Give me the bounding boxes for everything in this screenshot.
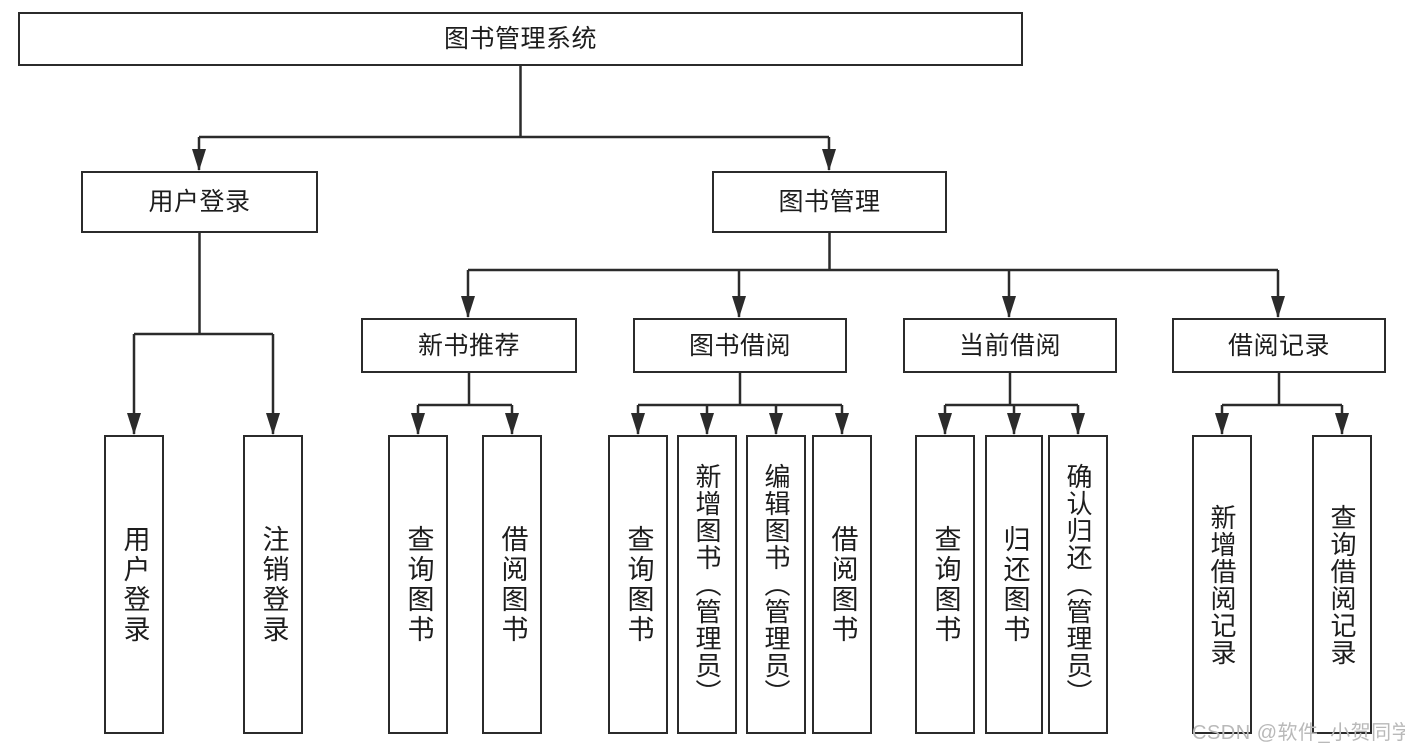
node-label: 用户登录 (148, 188, 251, 216)
arrow-head-icon-e-newbook-bus-0 (411, 413, 425, 435)
node-root[interactable]: 图书管理系统 (18, 12, 1023, 66)
arrow-head-icon-e-book-manage-bus-2 (1002, 296, 1016, 318)
node-label: 确认归还（管理员） (1063, 463, 1093, 706)
node-leaf-add-book[interactable]: 新增图书（管理员） (677, 435, 737, 734)
arrow-head-icon-e-book-manage-bus-1 (732, 296, 746, 318)
arrow-head-icon-e-user-login-bus-0 (127, 413, 141, 435)
arrow-head-icon-e-current-bus-1 (1007, 413, 1021, 435)
arrow-head-icon-e-borrow-bus-3 (835, 413, 849, 435)
node-label: 编辑图书（管理员） (761, 463, 791, 706)
node-label: 查询借阅记录 (1327, 503, 1357, 666)
arrow-head-icon-e-user-login-bus-1 (266, 413, 280, 435)
node-leaf-user-login[interactable]: 用户登录 (104, 435, 164, 734)
arrow-head-icon-e-record-bus-1 (1335, 413, 1349, 435)
arrow-head-icon-e-record-bus-0 (1215, 413, 1229, 435)
arrow-head-icon-e-book-manage-bus-3 (1271, 296, 1285, 318)
node-leaf-confirm-return[interactable]: 确认归还（管理员） (1048, 435, 1108, 734)
node-leaf-borrow-book-2[interactable]: 借阅图书 (812, 435, 872, 734)
node-leaf-add-record[interactable]: 新增借阅记录 (1192, 435, 1252, 734)
node-label: 借阅图书 (827, 524, 858, 645)
node-borrow-record[interactable]: 借阅记录 (1172, 318, 1386, 373)
node-leaf-borrow-book-1[interactable]: 借阅图书 (482, 435, 542, 734)
node-leaf-query-book-1[interactable]: 查询图书 (388, 435, 448, 734)
node-label: 查询图书 (623, 524, 654, 645)
node-label: 新增图书（管理员） (692, 463, 722, 706)
node-leaf-return-book[interactable]: 归还图书 (985, 435, 1043, 734)
watermark: CSDN @软件_小贺同学 (1192, 722, 1405, 744)
node-leaf-query-book-2[interactable]: 查询图书 (608, 435, 668, 734)
node-new-book-rec[interactable]: 新书推荐 (361, 318, 577, 373)
node-leaf-logout[interactable]: 注销登录 (243, 435, 303, 734)
node-book-borrow[interactable]: 图书借阅 (633, 318, 847, 373)
node-leaf-query-book-3[interactable]: 查询图书 (915, 435, 975, 734)
node-label: 借阅图书 (497, 524, 528, 645)
arrow-head-icon-e-borrow-bus-0 (631, 413, 645, 435)
arrow-head-icon-e-book-manage-bus-0 (461, 296, 475, 318)
node-label: 新书推荐 (417, 331, 520, 360)
node-label: 用户登录 (119, 524, 150, 645)
arrow-head-icon-e-root-bus-1 (822, 149, 836, 171)
arrow-head-icon-e-root-bus-0 (192, 149, 206, 171)
node-label: 新增借阅记录 (1207, 503, 1237, 666)
node-user-login[interactable]: 用户登录 (81, 171, 318, 233)
arrow-head-icon-e-borrow-bus-1 (700, 413, 714, 435)
node-label: 借阅记录 (1227, 331, 1330, 360)
node-label: 图书借阅 (688, 331, 791, 360)
node-label: 图书管理系统 (443, 25, 597, 53)
arrow-head-icon-e-current-bus-2 (1071, 413, 1085, 435)
node-label: 注销登录 (258, 524, 289, 645)
arrow-head-icon-e-newbook-bus-1 (505, 413, 519, 435)
arrow-head-icon-e-current-bus-0 (938, 413, 952, 435)
node-current-borrow[interactable]: 当前借阅 (903, 318, 1117, 373)
arrow-head-icon-e-borrow-bus-2 (769, 413, 783, 435)
node-label: 当前借阅 (958, 331, 1061, 360)
node-leaf-edit-book[interactable]: 编辑图书（管理员） (746, 435, 806, 734)
node-label: 图书管理 (778, 188, 881, 216)
node-leaf-query-record[interactable]: 查询借阅记录 (1312, 435, 1372, 734)
node-label: 查询图书 (930, 524, 961, 645)
node-label: 归还图书 (999, 524, 1030, 645)
node-label: 查询图书 (403, 524, 434, 645)
node-book-manage[interactable]: 图书管理 (712, 171, 947, 233)
